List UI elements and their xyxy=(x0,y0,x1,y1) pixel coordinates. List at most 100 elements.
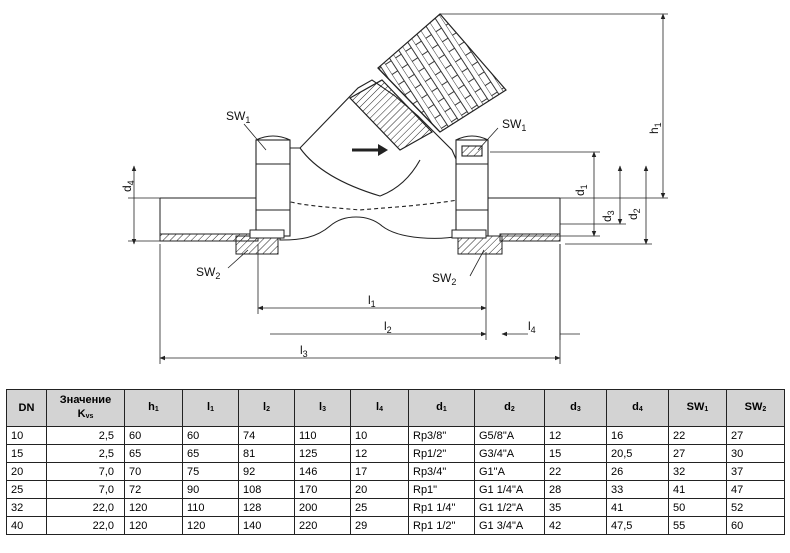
cell-d3: 12 xyxy=(544,426,607,445)
cell-d4: 20,5 xyxy=(606,444,669,463)
cell-d4: 41 xyxy=(606,498,669,517)
cell-l3: 220 xyxy=(294,516,351,535)
cell-l4: 29 xyxy=(350,516,409,535)
cell-d1: Rp1" xyxy=(408,480,475,499)
header-sw1: SW1 xyxy=(668,389,727,427)
header-kvs: Значение Kvs xyxy=(46,389,125,427)
cell-dn: 10 xyxy=(6,426,47,445)
cell-l1: 120 xyxy=(182,516,239,535)
header-sw2: SW2 xyxy=(726,389,785,427)
cell-d3: 28 xyxy=(544,480,607,499)
cell-h1: 70 xyxy=(124,462,183,481)
label-l1: l1 xyxy=(368,293,376,309)
cell-l4: 17 xyxy=(350,462,409,481)
header-dn: DN xyxy=(6,389,47,427)
label-l2: l2 xyxy=(384,319,392,335)
cell-kvs: 7,0 xyxy=(46,462,125,481)
cell-d1: Rp1/2" xyxy=(408,444,475,463)
cell-d3: 15 xyxy=(544,444,607,463)
tailpiece-sw2-right xyxy=(451,229,503,255)
cell-l4: 25 xyxy=(350,498,409,517)
cell-dn: 25 xyxy=(6,480,47,499)
dimension-labels: SW1 SW1 SW2 SW2 h1 d1 d3 d2 d4 l1 l2 l4 … xyxy=(120,109,663,359)
cell-d2: G3/4"A xyxy=(474,444,545,463)
cell-l1: 60 xyxy=(182,426,239,445)
cell-sw1: 55 xyxy=(668,516,727,535)
cell-l3: 200 xyxy=(294,498,351,517)
label-sw1-left: SW1 xyxy=(226,109,250,125)
label-d2: d2 xyxy=(626,208,642,220)
header-d3: d3 xyxy=(544,389,607,427)
header-l2: l2 xyxy=(238,389,295,427)
cell-l3: 170 xyxy=(294,480,351,499)
dimensions-table: DN Значение Kvs h1 l1 l2 l3 l4 d1 d2 d3 … xyxy=(6,389,785,535)
label-sw2-right: SW2 xyxy=(432,271,456,287)
nut-sw1-left xyxy=(255,135,291,237)
header-l3: l3 xyxy=(294,389,351,427)
header-d2: d2 xyxy=(474,389,545,427)
cell-l2: 140 xyxy=(238,516,295,535)
cell-d3: 35 xyxy=(544,498,607,517)
cell-h1: 72 xyxy=(124,480,183,499)
cell-l4: 20 xyxy=(350,480,409,499)
cell-d1: Rp1 1/4" xyxy=(408,498,475,517)
cell-l1: 110 xyxy=(182,498,239,517)
cell-sw2: 37 xyxy=(726,462,785,481)
table-header-row: DN Значение Kvs h1 l1 l2 l3 l4 d1 d2 d3 … xyxy=(6,389,785,427)
cell-sw2: 47 xyxy=(726,480,785,499)
cell-l1: 65 xyxy=(182,444,239,463)
cell-sw2: 52 xyxy=(726,498,785,517)
cell-h1: 120 xyxy=(124,516,183,535)
cell-sw1: 50 xyxy=(668,498,727,517)
cell-kvs: 22,0 xyxy=(46,516,125,535)
cell-sw2: 27 xyxy=(726,426,785,445)
cell-kvs: 7,0 xyxy=(46,480,125,499)
label-h1: h1 xyxy=(647,122,663,134)
cell-d4: 47,5 xyxy=(606,516,669,535)
cell-dn: 40 xyxy=(6,516,47,535)
header-d1: d1 xyxy=(408,389,475,427)
label-sw2-left: SW2 xyxy=(196,265,220,281)
cell-kvs: 2,5 xyxy=(46,444,125,463)
cell-l2: 74 xyxy=(238,426,295,445)
cell-d2: G5/8"A xyxy=(474,426,545,445)
cell-l2: 128 xyxy=(238,498,295,517)
nut-sw1-right xyxy=(455,135,489,237)
cell-d3: 22 xyxy=(544,462,607,481)
cell-d2: G1 1/2"A xyxy=(474,498,545,517)
cell-l4: 12 xyxy=(350,444,409,463)
tailpiece-sw2-left xyxy=(235,229,285,255)
cell-kvs: 22,0 xyxy=(46,498,125,517)
label-d1: d1 xyxy=(573,184,589,196)
cell-d4: 16 xyxy=(606,426,669,445)
cell-h1: 120 xyxy=(124,498,183,517)
cell-d3: 42 xyxy=(544,516,607,535)
cell-dn: 20 xyxy=(6,462,47,481)
flow-arrow xyxy=(352,144,388,156)
cell-l3: 110 xyxy=(294,426,351,445)
cell-kvs: 2,5 xyxy=(46,426,125,445)
cell-d2: G1"A xyxy=(474,462,545,481)
header-h1: h1 xyxy=(124,389,183,427)
pipe-connection-left xyxy=(159,197,259,242)
cell-h1: 60 xyxy=(124,426,183,445)
cell-d2: G1 1/4"A xyxy=(474,480,545,499)
cell-sw1: 27 xyxy=(668,444,727,463)
header-l4: l4 xyxy=(350,389,409,427)
cell-l2: 92 xyxy=(238,462,295,481)
cell-l1: 90 xyxy=(182,480,239,499)
cell-l4: 10 xyxy=(350,426,409,445)
pipe-connection-right xyxy=(486,197,561,242)
strainer-cap xyxy=(349,13,507,151)
header-l1: l1 xyxy=(182,389,239,427)
cell-d4: 26 xyxy=(606,462,669,481)
cell-sw1: 22 xyxy=(668,426,727,445)
cell-l3: 125 xyxy=(294,444,351,463)
cell-h1: 65 xyxy=(124,444,183,463)
